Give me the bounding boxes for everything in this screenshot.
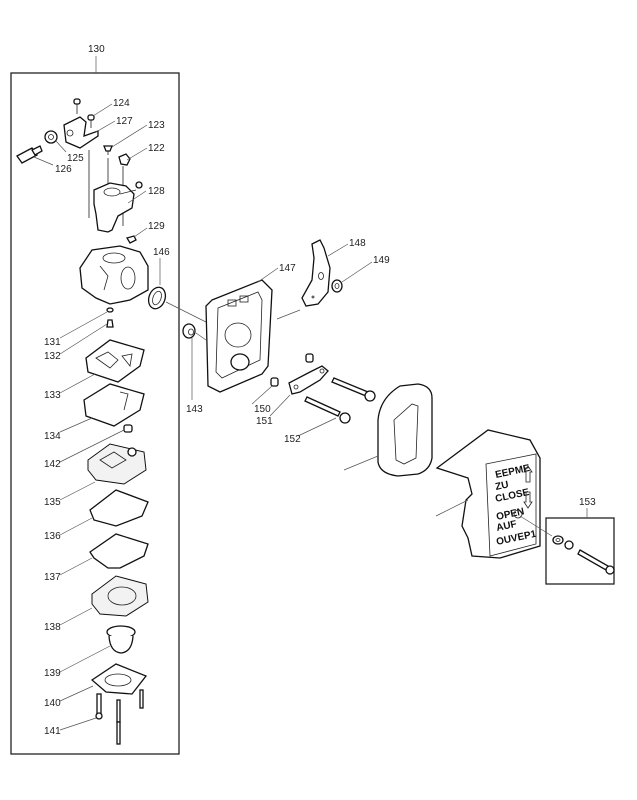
label-140: 140 (44, 698, 61, 709)
label-123: 123 (148, 120, 165, 131)
label-143: 143 (186, 404, 203, 415)
part-128-throttle-assembly: 128 (93, 181, 165, 233)
part-123-screw: 123 (103, 120, 165, 155)
part-139-primer-bulb: 139 (44, 625, 136, 679)
label-136: 136 (44, 531, 61, 542)
label-127: 127 (116, 116, 133, 127)
part-146-choke-lever: 148 (301, 238, 366, 307)
arrow-up-icon (523, 465, 533, 483)
carburetor-body (79, 245, 149, 305)
label-139: 139 (44, 668, 61, 679)
cover-text-line2: ZU (494, 479, 509, 493)
label-126: 126 (55, 164, 72, 175)
part-148-collar: 150 (251, 353, 314, 415)
label-130: 130 (88, 44, 105, 55)
part-126-adjuster: 126 (16, 145, 72, 175)
label-132: 132 (44, 351, 61, 362)
label-141: 141 (44, 726, 61, 737)
arrow-down-icon (523, 491, 533, 509)
part-147-washer: 149 (331, 255, 390, 293)
label-153: 153 (579, 497, 596, 508)
part-142-cap: 142 (44, 424, 133, 470)
label-122: 122 (148, 143, 165, 154)
label-124: 124 (113, 98, 130, 109)
label-133: 133 (44, 390, 61, 401)
part-138-cover: 138 (44, 575, 149, 633)
part-145-air-cleaner-base: 147 (205, 263, 296, 393)
label-135: 135 (44, 497, 61, 508)
label-129: 129 (148, 221, 165, 232)
part-133-gasket: 133 (44, 339, 145, 401)
label-142: 142 (44, 459, 61, 470)
cover-text-line5: AUF (495, 519, 517, 534)
label-144: 146 (153, 247, 170, 258)
part-140-primer-retainer: 140 (44, 663, 148, 709)
part-136-gasket: 136 (44, 489, 149, 542)
label-148: 150 (254, 404, 271, 415)
part-129-clip: 129 (126, 221, 165, 244)
part-127-bracket: 127 (63, 116, 133, 149)
label-145: 147 (279, 263, 296, 274)
label-128: 128 (148, 186, 165, 197)
part-122-plug: 122 (118, 143, 165, 166)
part-134-diaphragm: 134 (44, 383, 145, 442)
label-138: 138 (44, 622, 61, 633)
label-134: 134 (44, 431, 61, 442)
part-125-nut: 125 (44, 130, 84, 164)
part-137-diaphragm: 137 (44, 533, 149, 583)
label-149: 151 (256, 416, 273, 427)
part-131-oring: 131 (44, 307, 114, 348)
label-150: 152 (284, 434, 301, 445)
part-135-pump-body: 135 (44, 443, 147, 508)
group-box-153: 153 (545, 497, 615, 585)
part-141-screws: 141 (44, 689, 144, 745)
part-151-air-filter (343, 383, 433, 477)
part-152-air-cleaner-cover: EEPME ZU CLOSE OPEN AUF OUVEP1 (435, 429, 541, 559)
label-137: 137 (44, 572, 61, 583)
part-143-nut: 143 (182, 323, 203, 415)
part-132-jet: 132 (44, 319, 114, 362)
label-146: 148 (349, 238, 366, 249)
group-box-130: 130 (10, 44, 180, 755)
part-153-bolt-set (552, 535, 615, 575)
label-131: 131 (44, 337, 61, 348)
part-149-plate: 151 (256, 365, 329, 427)
label-125: 125 (67, 153, 84, 164)
part-150-bolts: 152 (284, 377, 376, 445)
part-144-seal: 146 (147, 247, 170, 310)
part-124-screw: 124 (73, 98, 130, 128)
label-147: 149 (373, 255, 390, 266)
